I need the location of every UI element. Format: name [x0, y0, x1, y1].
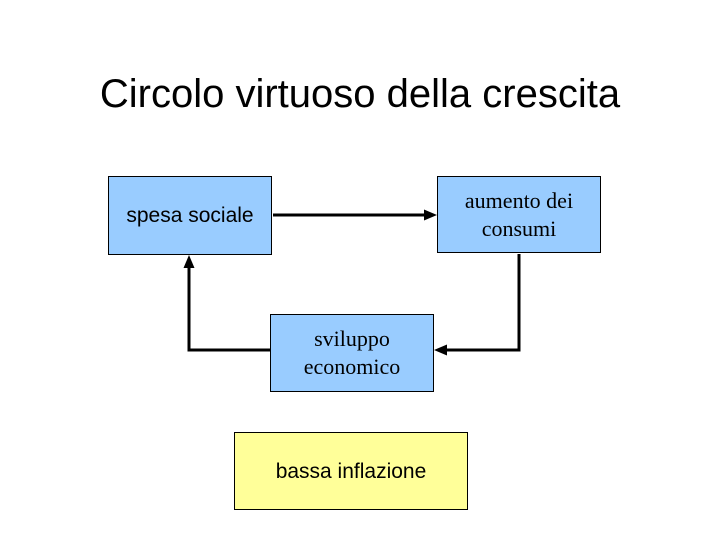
connector-aumento-to-sviluppo [434, 254, 521, 356]
node-spesa-sociale[interactable]: spesa sociale [108, 176, 272, 255]
node-bassa-inflazione-label: bassa inflazione [275, 459, 427, 483]
node-aumento-dei-consumi[interactable]: aumento dei consumi [437, 176, 601, 253]
node-bassa-inflazione[interactable]: bassa inflazione [234, 432, 468, 510]
connector-spesa-to-aumento [273, 209, 437, 221]
node-sviluppo-line-1: sviluppo [314, 326, 390, 351]
arrowhead-up-icon [183, 255, 195, 268]
connector-sviluppo-to-spesa [183, 255, 270, 352]
arrowhead-right-icon [424, 209, 437, 221]
node-spesa-sociale-label: spesa sociale [126, 204, 254, 227]
node-sviluppo-economico-label: sviluppo economico [271, 325, 433, 381]
arrowhead-left-icon [434, 344, 447, 356]
node-aumento-line-2: consumi [481, 215, 557, 241]
node-aumento-line-1: aumento dei [464, 187, 574, 213]
page-title: Circolo virtuoso della crescita [99, 72, 621, 116]
node-sviluppo-economico[interactable]: sviluppo economico [270, 314, 434, 392]
node-aumento-dei-consumi-label: aumento dei consumi [438, 187, 600, 243]
node-sviluppo-line-2: economico [303, 354, 401, 379]
